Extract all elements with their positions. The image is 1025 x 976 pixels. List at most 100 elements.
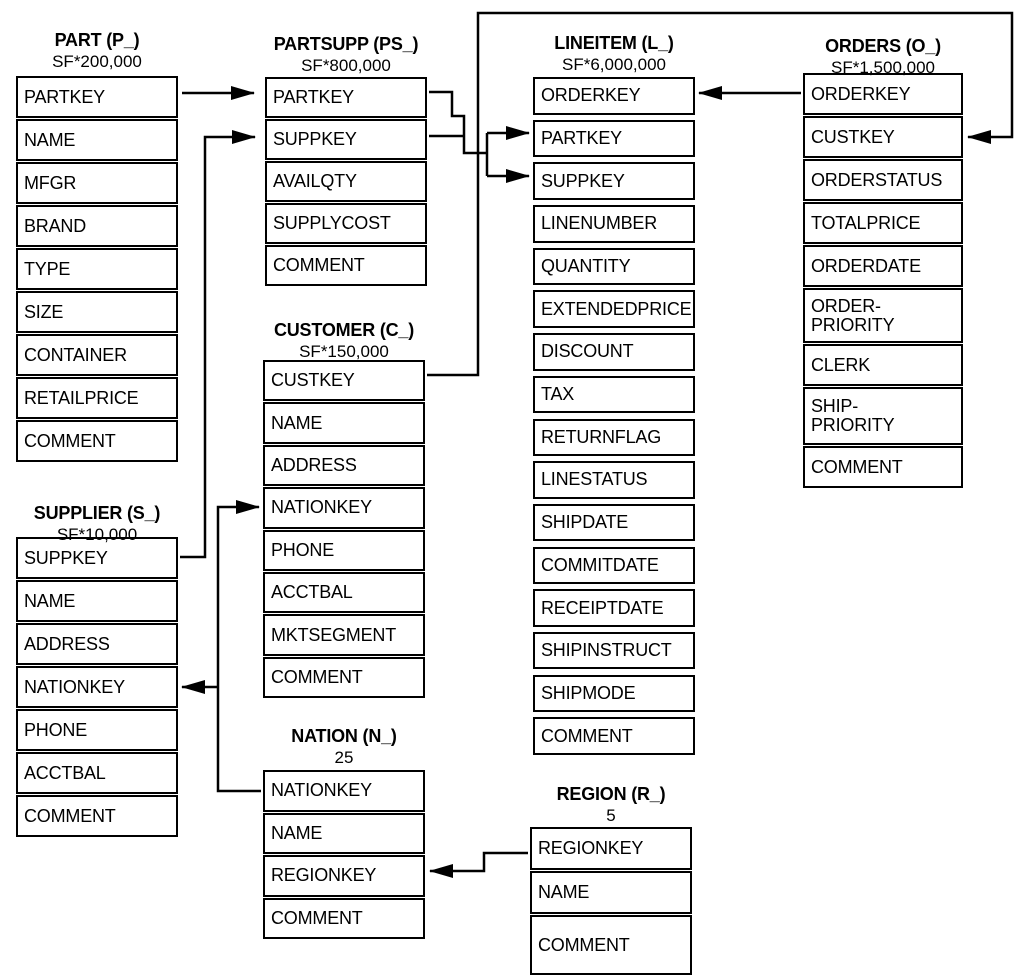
column-cell: TAX [533,375,695,414]
column-cell: PHONE [263,529,425,571]
column-cell: COMMENT [263,656,425,699]
column-cell: CUSTKEY [803,116,963,158]
table-supplier-cardinality: SF*10,000 [56,525,138,544]
table-orders-header: ORDERS (O_) SF*1,500,000 [803,36,963,77]
column-cell: LINESTATUS [533,461,695,499]
column-cell: SUPPKEY [533,162,695,200]
column-cell: MFGR [16,162,178,204]
fk-nation-nationkey-to-customer-nationkey [216,500,261,793]
column-cell: NAME [530,871,692,914]
table-region-cardinality: 5 [606,806,616,825]
table-part-header: PART (P_) SF*200,000 [16,30,178,76]
column-cell: CLERK [803,344,963,386]
column-cell: DISCOUNT [533,333,695,371]
column-cell: PARTKEY [265,77,427,118]
column-cell: COMMENT [530,915,692,975]
column-cell: BRAND [16,205,178,247]
table-orders-title: ORDERS (O_) [825,36,941,56]
column-cell: SUPPKEY [16,537,178,579]
table-partsupp-cardinality: SF*800,000 [301,56,391,75]
column-cell: COMMENT [803,446,963,488]
column-cell: TOTALPRICE [803,202,963,244]
column-cell: COMMENT [16,420,178,462]
column-cell: NAME [16,119,178,161]
column-cell: CONTAINER [16,334,178,376]
column-cell: QUANTITY [533,247,695,286]
column-cell: SUPPLYCOST [265,203,427,244]
column-cell: ORDER- PRIORITY [803,288,963,343]
column-cell: ORDERSTATUS [803,159,963,201]
column-cell: COMMENT [263,897,425,939]
column-cell: ORDERKEY [803,73,963,115]
column-cell: REGIONKEY [530,827,692,870]
column-cell: COMMENT [16,795,178,837]
column-cell: NATIONKEY [16,666,178,708]
column-cell: NAME [263,812,425,854]
column-cell: SHIPDATE [533,503,695,542]
column-cell: SHIPMODE [533,674,695,713]
table-part-title: PART (P_) [54,30,140,50]
column-cell: REGIONKEY [263,855,425,897]
column-cell: NAME [16,580,178,622]
column-cell: PARTKEY [533,119,695,158]
column-cell: ORDERKEY [533,77,695,115]
column-cell: COMMENT [533,717,695,755]
column-cell: PHONE [16,709,178,751]
column-cell: ACCTBAL [16,752,178,794]
column-cell: SHIPINSTRUCT [533,631,695,670]
table-region-header: REGION (R_) 5 [530,784,692,827]
fk-customer-custkey-to-orders-custkey [427,11,1014,377]
column-cell: RECEIPTDATE [533,589,695,627]
table-supplier-title: SUPPLIER (S_) [33,503,161,523]
table-customer-title: CUSTOMER (C_) [273,320,415,340]
table-partsupp-title: PARTSUPP (PS_) [273,34,419,54]
table-supplier-header: SUPPLIER (S_) SF*10,000 [16,503,178,544]
table-nation-title: NATION (N_) [291,726,397,746]
column-cell: RETURNFLAG [533,418,695,456]
column-cell: RETAILPRICE [16,377,178,419]
table-lineitem: LINEITEM (L_) SF*6,000,000 ORDERKEY PARTK… [533,33,695,760]
table-nation-cardinality: 25 [334,748,354,767]
table-customer-cardinality: SF*150,000 [299,342,389,361]
column-cell: TYPE [16,248,178,290]
column-cell: PARTKEY [16,76,178,118]
table-lineitem-cardinality: SF*6,000,000 [562,55,666,74]
table-customer-header: CUSTOMER (C_) SF*150,000 [263,320,425,361]
column-cell: COMMITDATE [533,546,695,585]
column-cell: AVAILQTY [265,161,427,202]
table-part-cardinality: SF*200,000 [52,52,142,71]
table-lineitem-header: LINEITEM (L_) SF*6,000,000 [533,33,695,77]
column-cell: NATIONKEY [263,487,425,529]
column-cell: EXTENDEDPRICE [533,290,695,328]
column-cell: SIZE [16,291,178,333]
table-region-title: REGION (R_) [556,784,666,804]
column-cell: CUSTKEY [263,360,425,402]
column-cell: NATIONKEY [263,770,425,812]
column-cell: COMMENT [265,245,427,286]
column-cell: ADDRESS [263,444,425,487]
column-cell: NAME [263,402,425,444]
column-cell: ACCTBAL [263,571,425,614]
table-nation-header: NATION (N_) 25 [263,726,425,770]
column-cell: SUPPKEY [265,119,427,160]
column-cell: MKTSEGMENT [263,614,425,656]
table-partsupp-header: PARTSUPP (PS_) SF*800,000 [265,34,427,77]
link-partsupp-partkey-stub [429,90,487,155]
fk-supplier-suppkey-to-partsupp-suppkey [180,130,256,559]
column-cell: ORDERDATE [803,245,963,287]
